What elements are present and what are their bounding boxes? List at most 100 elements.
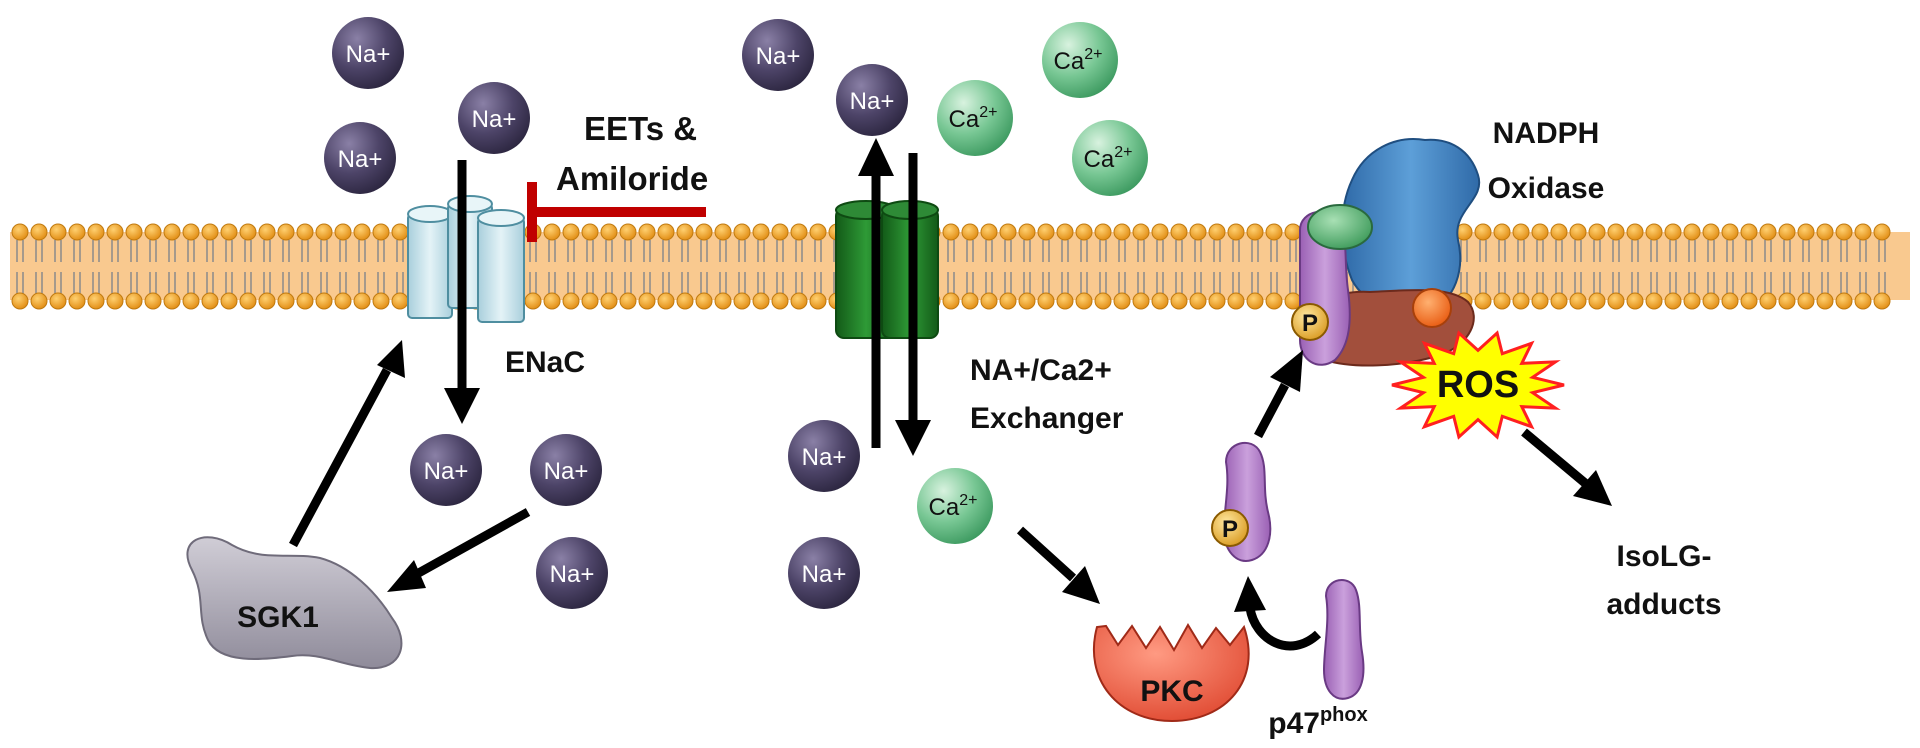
arrowhead-exchanger-ca-influx bbox=[895, 420, 931, 456]
lipid-head bbox=[1170, 223, 1188, 241]
lipid-head bbox=[1664, 223, 1682, 241]
lipid-head bbox=[733, 223, 751, 241]
lipid-head bbox=[1474, 223, 1492, 241]
na-ion: Na+ bbox=[788, 420, 860, 492]
lipid-head bbox=[1056, 292, 1074, 310]
pkc-label: PKC bbox=[1140, 675, 1203, 708]
lipid-head bbox=[657, 292, 675, 310]
exchanger-label-line2: Exchanger bbox=[970, 402, 1124, 435]
lipid-head bbox=[315, 292, 333, 310]
lipid-head bbox=[961, 292, 979, 310]
ros-burst: ROS bbox=[1391, 330, 1565, 440]
lipid-head bbox=[277, 223, 295, 241]
arrowhead-ros-to-isolg bbox=[1573, 470, 1612, 506]
lipid-head bbox=[1873, 223, 1891, 241]
lipid-head bbox=[1645, 292, 1663, 310]
lipid-head bbox=[1170, 292, 1188, 310]
lipid-head bbox=[657, 223, 675, 241]
lipid-head bbox=[144, 223, 162, 241]
isolg-label-line1: IsoLG- bbox=[1617, 540, 1712, 573]
lipid-head bbox=[638, 223, 656, 241]
lipid-head bbox=[1721, 223, 1739, 241]
lipid-head bbox=[1645, 223, 1663, 241]
lipid-head bbox=[1569, 223, 1587, 241]
na-ion: Na+ bbox=[458, 82, 530, 154]
lipid-head bbox=[1835, 223, 1853, 241]
lipid-head bbox=[1550, 223, 1568, 241]
eets-label-line2: Amiloride bbox=[556, 160, 708, 197]
lipid-head bbox=[676, 292, 694, 310]
lipid-head bbox=[220, 223, 238, 241]
lipid-head bbox=[619, 292, 637, 310]
na-ion-label: Na+ bbox=[424, 458, 469, 485]
isolg-label-line2: adducts bbox=[1606, 588, 1721, 621]
lipid-head bbox=[942, 223, 960, 241]
arrow-ca-to-pkc bbox=[1016, 526, 1077, 582]
lipid-head bbox=[524, 292, 542, 310]
na-ion-label: Na+ bbox=[802, 561, 847, 588]
lipid-head bbox=[277, 292, 295, 310]
lipid-head bbox=[790, 292, 808, 310]
lipid-head bbox=[695, 292, 713, 310]
lipid-head bbox=[1265, 292, 1283, 310]
lipid-head bbox=[11, 292, 29, 310]
lipid-head bbox=[334, 292, 352, 310]
lipid-head bbox=[1531, 292, 1549, 310]
lipid-head bbox=[980, 292, 998, 310]
lipid-head bbox=[1284, 223, 1302, 241]
inhibitor-bar bbox=[527, 182, 706, 242]
ca-ion: Ca2+ bbox=[937, 80, 1013, 156]
lipid-head bbox=[809, 292, 827, 310]
lipid-head bbox=[391, 292, 409, 310]
lipid-head bbox=[1607, 223, 1625, 241]
pkc-enzyme: PKC bbox=[1092, 623, 1250, 723]
lipid-bilayer-membrane bbox=[10, 223, 1910, 310]
lipid-head bbox=[1075, 223, 1093, 241]
lipid-head bbox=[201, 223, 219, 241]
lipid-head bbox=[1873, 292, 1891, 310]
lipid-head bbox=[1816, 223, 1834, 241]
na-ion-label: Na+ bbox=[550, 561, 595, 588]
lipid-head bbox=[1512, 223, 1530, 241]
lipid-head bbox=[1189, 223, 1207, 241]
na-ion-sphere bbox=[324, 122, 396, 194]
lipid-head bbox=[30, 292, 48, 310]
na-ion-sphere bbox=[410, 434, 482, 506]
lipid-head bbox=[1094, 223, 1112, 241]
ca-ion-sphere bbox=[1042, 22, 1118, 98]
lipid-head bbox=[1018, 223, 1036, 241]
phospho-label-cytosol: P bbox=[1222, 516, 1238, 543]
na-ion-sphere bbox=[332, 17, 404, 89]
lipid-head bbox=[1284, 292, 1302, 310]
lipid-head bbox=[1246, 223, 1264, 241]
lipid-head bbox=[1132, 223, 1150, 241]
arrow-p47-to-nadph bbox=[1254, 382, 1289, 439]
lipid-head bbox=[1854, 223, 1872, 241]
lipid-head bbox=[1607, 292, 1625, 310]
lipid-head bbox=[1056, 223, 1074, 241]
lipid-head bbox=[752, 223, 770, 241]
sgk1-shape bbox=[186, 536, 403, 670]
nadph-oxidase-complex: P bbox=[1291, 138, 1481, 367]
arrowhead-ca-to-pkc bbox=[1062, 566, 1100, 604]
lipid-head bbox=[771, 292, 789, 310]
lipid-head bbox=[1702, 223, 1720, 241]
lipid-head bbox=[1132, 292, 1150, 310]
lipid-head bbox=[1550, 292, 1568, 310]
na-ion: Na+ bbox=[742, 19, 814, 91]
lipid-head bbox=[125, 223, 143, 241]
na-ion-sphere bbox=[788, 420, 860, 492]
lipid-head bbox=[87, 223, 105, 241]
arrowhead-na-to-sgk1 bbox=[387, 560, 426, 592]
lipid-head bbox=[182, 223, 200, 241]
lipid-head bbox=[258, 223, 276, 241]
lipid-head bbox=[1702, 292, 1720, 310]
lipid-head bbox=[714, 292, 732, 310]
ca-ion-sphere bbox=[937, 80, 1013, 156]
enac-subunit-right-top bbox=[477, 209, 525, 227]
lipid-head bbox=[201, 292, 219, 310]
arrowhead-p47-to-nadph bbox=[1270, 350, 1303, 392]
na-ion: Na+ bbox=[788, 537, 860, 609]
lipid-head bbox=[1588, 292, 1606, 310]
lipid-head bbox=[714, 223, 732, 241]
